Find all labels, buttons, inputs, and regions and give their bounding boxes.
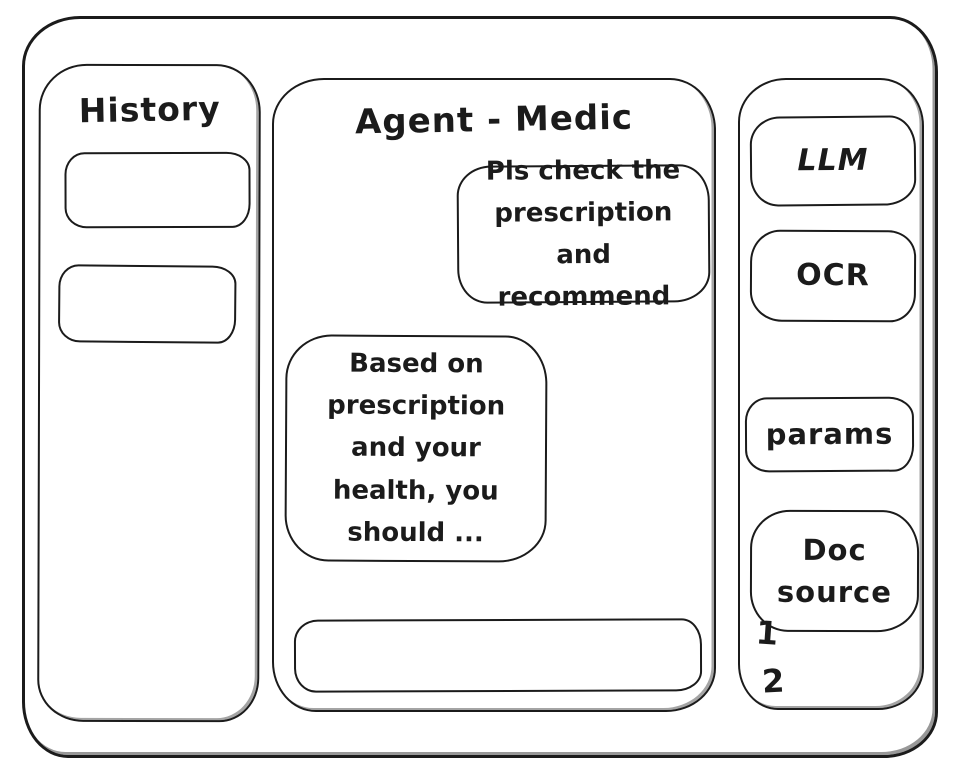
history-title: History xyxy=(78,88,221,131)
doc-source-item[interactable]: 2 xyxy=(761,661,786,701)
params-button[interactable]: params xyxy=(744,396,915,473)
message-input[interactable] xyxy=(293,618,703,693)
tools-panel: LLM OCR params Doc source 1 2 xyxy=(738,78,924,710)
ocr-button[interactable]: OCR xyxy=(749,229,917,323)
llm-button[interactable]: LLM xyxy=(749,115,917,207)
chat-panel: Agent - Medic Pls check the prescription… xyxy=(272,78,716,712)
chat-title: Agent - Medic xyxy=(354,97,634,143)
history-panel: History xyxy=(37,63,261,723)
history-item[interactable] xyxy=(57,264,237,344)
user-message-bubble: Pls check the prescription and recommend xyxy=(456,155,711,313)
assistant-message-bubble: Based on prescription and your health, y… xyxy=(284,334,548,563)
history-item[interactable] xyxy=(64,151,251,229)
doc-source-item[interactable]: 1 xyxy=(754,613,780,653)
